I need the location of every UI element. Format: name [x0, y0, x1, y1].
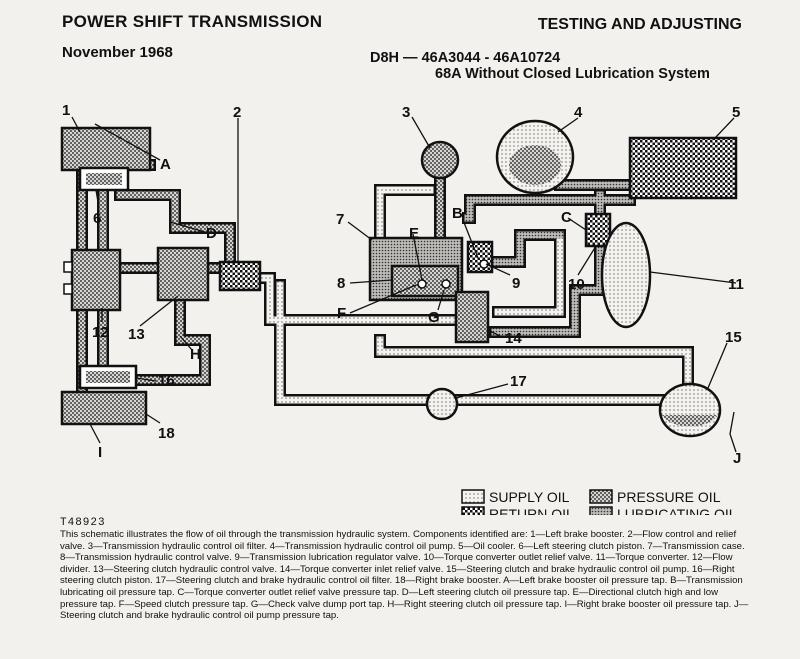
- figure-id: T48923: [60, 517, 106, 529]
- document-date: November 1968: [62, 44, 173, 61]
- pipe-lines: [76, 159, 694, 406]
- callout-D: D: [206, 225, 217, 242]
- oil-cooler: [628, 136, 738, 200]
- converter-inlet-relief-valve: [454, 290, 490, 344]
- callout-6: 6: [93, 210, 101, 227]
- callout-11: 11: [728, 276, 744, 293]
- control-oil-filter: [420, 140, 460, 180]
- hydraulic-schematic: 1 2 3 4 5 6 7 8 9 10 11 12 13 14 15 16 1…: [60, 102, 744, 515]
- callout-H: H: [190, 346, 201, 363]
- callout-18: 18: [158, 425, 175, 442]
- document-subtitle: 68A Without Closed Lubrication System: [435, 66, 710, 82]
- callout-10: 10: [568, 276, 585, 293]
- torque-converter: [600, 221, 652, 329]
- right-brake-booster: [60, 390, 148, 426]
- callout-15: 15: [725, 329, 742, 346]
- legend-swatch-pressure: [589, 489, 613, 504]
- callout-16: 16: [158, 372, 175, 389]
- callout-F: F: [337, 305, 346, 322]
- callout-C: C: [561, 209, 572, 226]
- left-brake-booster: [60, 126, 152, 172]
- callout-1: 1: [62, 102, 70, 119]
- legend: SUPPLY OIL PRESSURE OIL RETURN OIL LUBRI…: [461, 489, 737, 515]
- leader-lines: [71, 116, 737, 453]
- callout-12: 12: [92, 324, 109, 341]
- steering-pump: [658, 382, 722, 438]
- callout-J: J: [733, 450, 741, 467]
- callout-G: G: [428, 309, 440, 326]
- callout-5: 5: [732, 104, 740, 121]
- legend-swatch-lubricating: [589, 506, 613, 515]
- legend-return: RETURN OIL: [489, 506, 574, 515]
- callout-I: I: [98, 444, 102, 461]
- right-steering-clutch-piston: [78, 364, 138, 390]
- steering-oil-filter: [425, 387, 459, 421]
- callout-9: 9: [512, 275, 520, 292]
- callout-3: 3: [402, 104, 410, 121]
- legend-supply: SUPPLY OIL: [489, 489, 570, 505]
- steering-clutch-control-valve: [156, 246, 210, 302]
- left-steering-clutch-piston: [78, 166, 130, 192]
- legend-pressure: PRESSURE OIL: [617, 489, 721, 505]
- callout-14: 14: [505, 330, 522, 347]
- callout-8: 8: [337, 275, 345, 292]
- converter-outlet-relief-valve: [584, 212, 612, 248]
- callout-17: 17: [510, 373, 527, 390]
- page-title: POWER SHIFT TRANSMISSION: [62, 12, 323, 31]
- flow-control-relief-valve: [218, 260, 262, 292]
- callout-7: 7: [336, 211, 344, 228]
- section-title: TESTING AND ADJUSTING: [537, 16, 742, 33]
- callout-E: E: [409, 225, 419, 242]
- model-number: D8H — 46A3044 - 46A10724: [370, 50, 561, 66]
- figure-caption: This schematic illustrates the flow of o…: [60, 529, 749, 622]
- callout-A: A: [160, 156, 171, 173]
- legend-swatch-return: [461, 506, 485, 515]
- lubrication-regulator-valve: [466, 240, 494, 274]
- flow-divider: [63, 248, 122, 312]
- callout-2: 2: [233, 104, 241, 121]
- callout-4: 4: [574, 104, 583, 121]
- legend-swatch-supply: [461, 489, 485, 504]
- control-oil-pump: [495, 119, 575, 195]
- callout-13: 13: [128, 326, 145, 343]
- callout-labels: 1 2 3 4 5 6 7 8 9 10 11 12 13 14 15 16 1…: [62, 102, 744, 467]
- legend-lubricating: LUBRICATING OIL: [617, 506, 737, 515]
- callout-B: B: [452, 205, 463, 222]
